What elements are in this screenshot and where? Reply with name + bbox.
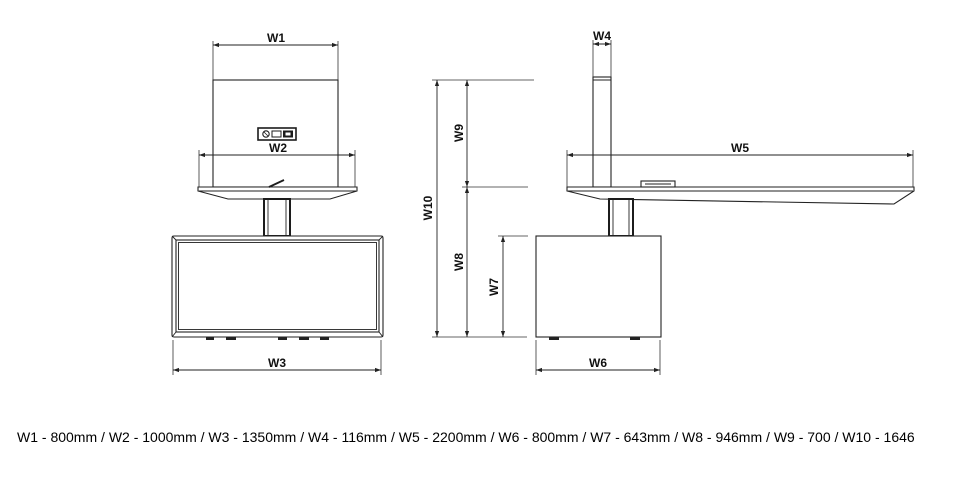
cabinet-bevel-bl	[171, 331, 177, 338]
legend-dimension-value: 2200mm	[432, 429, 486, 445]
legend-dimension-label: W8	[682, 429, 703, 445]
legend-pair-separator: -	[795, 429, 807, 445]
legend-pair-separator: -	[703, 429, 715, 445]
socket-usb-slot	[285, 132, 291, 136]
legend-item-separator: /	[296, 429, 308, 445]
dimension-label-w9: W9	[452, 124, 466, 142]
legend-dimension-value: 116mm	[341, 429, 387, 445]
legend-dimension-label: W5	[399, 429, 420, 445]
legend-item-separator: /	[487, 429, 499, 445]
legend-pair-separator: -	[130, 429, 142, 445]
cabinet-bevel-br	[378, 331, 384, 338]
dimension-label-w10: W10	[421, 195, 435, 220]
dimension-label-w7: W7	[487, 278, 501, 296]
cabinet-foot	[320, 337, 329, 340]
dimension-label-w1: W1	[267, 31, 285, 45]
legend-item-separator: /	[97, 429, 109, 445]
legend-dimension-label: W3	[208, 429, 229, 445]
legend-item-separator: /	[762, 429, 774, 445]
legend-pair-separator: -	[229, 429, 241, 445]
dimension-label-w4: W4	[593, 29, 611, 43]
side-panel	[592, 76, 612, 188]
cabinet-foot	[630, 337, 640, 340]
legend-item-separator: /	[579, 429, 591, 445]
legend-item-separator: /	[197, 429, 209, 445]
socket-switch	[271, 130, 282, 138]
front-view: W1 W2 W3	[171, 31, 384, 375]
legend-dimension-value: 800mm	[50, 429, 97, 445]
desktop-front	[197, 186, 358, 200]
cabinet-bevel-tr	[378, 235, 384, 241]
cabinet-foot	[549, 337, 559, 340]
legend-pair-separator: -	[329, 429, 341, 445]
cabinet-foot	[278, 337, 287, 340]
legend-dimension-value: 700	[807, 429, 831, 445]
legend-item-separator: /	[387, 429, 399, 445]
cabinet-foot	[299, 337, 309, 340]
legend-dimension-label: W1	[17, 429, 38, 445]
legend-dimension-value: 1350mm	[242, 429, 296, 445]
legend-dimension-label: W7	[590, 429, 611, 445]
legend-dimension-label: W4	[308, 429, 329, 445]
socket-outlet-mark	[263, 131, 269, 137]
cabinet-bevel-tl	[171, 235, 177, 241]
legend-dimension-value: 1000mm	[142, 429, 196, 445]
legend-dimension-value: 1646	[884, 429, 915, 445]
legend-item-separator: /	[831, 429, 843, 445]
cabinet-foot	[206, 337, 214, 340]
dimension-label-w8: W8	[452, 253, 466, 271]
legend-pair-separator: -	[420, 429, 432, 445]
legend-dimension-label: W9	[774, 429, 795, 445]
dimension-label-w3: W3	[268, 356, 286, 370]
height-dimensions: W10 W9 W8 W7	[421, 79, 534, 338]
cabinet-front-inner-frame	[175, 239, 380, 333]
legend-dimension-value: 800mm	[532, 429, 579, 445]
side-view: W4 W5 W6	[535, 29, 915, 375]
legend-dimension-value: 643mm	[624, 429, 671, 445]
legend-dimension-label: W2	[109, 429, 130, 445]
dimension-label-w2: W2	[269, 141, 287, 155]
legend-item-separator: /	[670, 429, 682, 445]
legend-pair-separator: -	[871, 429, 883, 445]
cabinet-side	[535, 235, 662, 338]
dimensions-legend: W1 - 800mm / W2 - 1000mm / W3 - 1350mm /…	[17, 429, 915, 445]
legend-pair-separator: -	[611, 429, 623, 445]
cabinet-foot	[226, 337, 236, 340]
dimension-label-w6: W6	[589, 356, 607, 370]
legend-dimension-label: W10	[842, 429, 871, 445]
pen-on-desk	[268, 179, 285, 188]
power-socket-module	[257, 127, 297, 141]
legend-dimension-label: W6	[498, 429, 519, 445]
dimension-label-w5: W5	[731, 141, 749, 155]
legend-pair-separator: -	[519, 429, 531, 445]
legend-dimension-value: 946mm	[715, 429, 762, 445]
legend-pair-separator: -	[38, 429, 50, 445]
cabinet-front-panel	[178, 242, 377, 330]
